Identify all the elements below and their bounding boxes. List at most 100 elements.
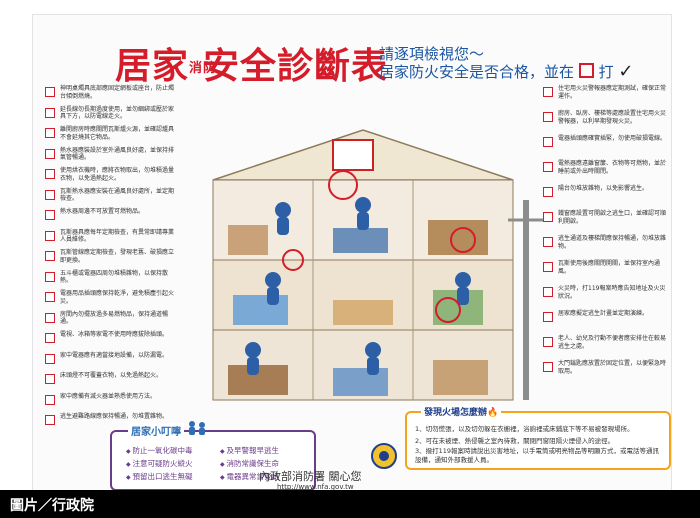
checklist-item: 逃生避難路線應保持暢通，勿堆置雜物。 (45, 413, 178, 425)
reminder-tip: 預留出口逃生無礙 (126, 471, 193, 482)
tick-icon: ✓ (618, 61, 634, 82)
house-illustration (212, 129, 543, 401)
checkbox[interactable] (45, 210, 55, 220)
checkbox[interactable] (45, 374, 55, 384)
checkbox[interactable] (543, 137, 553, 147)
checklist-item: 電熱器應遠離窗簾、衣物等可燃物，並於睡前或外出時關閉。 (543, 160, 666, 175)
checklist-item: 陽台勿堆放雜物，以免影響逃生。 (543, 185, 666, 197)
checklist-item-text: 住宅用火災警報器應定期測試，確保正常運作。 (558, 85, 667, 100)
subtitle-line2: 居家防火安全是否合格，並在 打 ✓ (379, 61, 634, 82)
checkbox[interactable] (45, 394, 55, 405)
checkbox[interactable] (543, 262, 553, 272)
checkbox[interactable] (45, 271, 55, 282)
checkbox[interactable] (45, 292, 55, 302)
checklist-item-text: 居家應擬定逃生計畫並定期演練。 (558, 310, 649, 317)
checklist-item-text: 火災時，打119報案時應告知地址及火災狀況。 (558, 285, 666, 300)
checklist-item-text: 逃生避難路線應保持暢通，勿堆置雜物。 (60, 413, 169, 420)
agency-url[interactable]: http://www.nfa.gov.tw (277, 483, 354, 491)
checklist-item-text: 五斗櫃或電器四周勿堆積雜物，以保持散熱。 (60, 269, 169, 285)
checkbox[interactable] (543, 212, 553, 222)
fire-title-text: 發現火場怎麼辦 (424, 408, 488, 418)
reminder-tip: 電器異常當警訊 (220, 471, 280, 482)
checkbox[interactable] (45, 128, 55, 138)
checklist-item: 神明桌燭具底部應固定網板或座台，防止燭台傾倒燃燒。 (45, 85, 178, 100)
checkbox[interactable] (543, 187, 553, 197)
checklist-item: 廚房、臥房、樓梯等處應設置住宅用火災警報器，以利早期發現火災。 (543, 110, 666, 125)
checklist-item-text: 電熱器應遠離窗簾、衣物等可燃物，並於睡前或外出時關閉。 (558, 160, 667, 175)
checklist-item: 家中電器應有適當接地設備，以防漏電。 (45, 352, 178, 364)
checklist-item: 瓦斯熱水器應安裝在通風良好處所，並定期檢查。 (45, 188, 178, 203)
fire-line: 3、撥打119報案時請說出災害地址，以手電筒或明亮物品等明顯方式，或電話等通訊設… (415, 447, 660, 464)
checklist-item: 住宅用火災警報器應定期測試，確保正常運作。 (543, 85, 666, 100)
subtitle-line2-end: 打 (598, 63, 614, 81)
checkbox[interactable] (543, 237, 553, 247)
image-credit: 圖片／行政院 (10, 498, 94, 514)
checklist-item-text: 老人、幼兒及行動不便者應安排住在較易逃生之處。 (558, 335, 667, 350)
checkbox[interactable] (45, 87, 55, 97)
checkbox[interactable] (45, 169, 55, 179)
agency-name: 內政部消防署 關心您 (259, 470, 362, 483)
checkbox[interactable] (45, 251, 55, 261)
checklist-item: 家中應備有滅火器並熟悉使用方法。 (45, 393, 178, 405)
checklist-item-text: 神明桌燭具底部應固定網板或座台，防止燭台傾倒燃燒。 (60, 85, 175, 100)
checkbox[interactable] (45, 333, 55, 343)
agency-emblem-icon (371, 443, 397, 469)
checkbox[interactable] (45, 230, 55, 241)
checkbox[interactable] (45, 148, 55, 159)
checklist-item: 瓦斯管線應定期檢查，發現老舊、破損應立即更換。 (45, 249, 178, 264)
subtitle-line2-text: 居家防火安全是否合格，並在 (379, 63, 575, 81)
checklist-item: 離開廚房時應關閉瓦斯爐火源，並確認爐具不會延燒其它物品。 (45, 126, 178, 141)
checklist-item: 電器插頭應確實插緊，勿使用破損電線。 (543, 135, 666, 147)
checklist-item: 五斗櫃或電器四周勿堆積雜物，以保持散熱。 (45, 270, 178, 285)
checkbox[interactable] (543, 337, 553, 347)
checklist-item: 逃生通道及樓梯間應保持暢通，勿堆放雜物。 (543, 235, 666, 250)
checklist-item-text: 房間內勿擺放過多易燃物品，保持通道暢通。 (60, 310, 169, 326)
checkbox[interactable] (543, 87, 553, 97)
checkbox[interactable] (45, 415, 55, 425)
checklist-item: 瓦斯器具應每年定期檢查，有異常即請專業人員維修。 (45, 229, 178, 244)
checklist-item-text: 電視、冰箱等家電不使用時應拔除插頭。 (60, 331, 169, 338)
checklist-item: 居家應擬定逃生計畫並定期演練。 (543, 310, 666, 322)
checkbox[interactable] (543, 162, 553, 172)
checklist-item: 電視、冰箱等家電不使用時應拔除插頭。 (45, 331, 178, 343)
checkbox[interactable] (45, 353, 55, 364)
checklist-item-text: 瓦斯器具應每年定期檢查，有異常即請專業人員維修。 (60, 228, 175, 244)
checklist-item-text: 大門鑰匙應放置於固定位置，以便緊急時取用。 (558, 360, 667, 375)
subtitle-line1: 請逐項檢視您～ (379, 45, 485, 63)
checklist-item-text: 電器插頭應確實插緊，勿使用破損電線。 (558, 135, 667, 142)
subtitle: 請逐項檢視您～ 居家防火安全是否合格，並在 打 ✓ (379, 45, 633, 81)
checkbox[interactable] (543, 362, 553, 372)
checkbox[interactable] (45, 312, 55, 323)
checklist-item: 鐵窗應設置可開啟之逃生口，並確認可順利開啟。 (543, 210, 666, 225)
reminder-tip: 防止一氧化碳中毒 (126, 445, 193, 456)
checkbox[interactable] (543, 112, 553, 122)
family-icon (189, 421, 205, 435)
image-credit-bar: 圖片／行政院 (0, 490, 700, 518)
flame-icon: 🔥 (487, 408, 499, 418)
poster: 居家消防安全診斷表 請逐項檢視您～ 居家防火安全是否合格，並在 打 ✓ 神明桌燭… (32, 14, 672, 498)
reminder-tip: 消防常識保生命 (220, 458, 280, 469)
title-part1: 居家 (115, 45, 190, 87)
checklist-item-text: 逃生通道及樓梯間應保持暢通，勿堆放雜物。 (558, 235, 667, 250)
fire-line: 1、切勿慌張，以及切勿躲在衣櫥裡，浴廁裡或床鋪底下等不易被發現場所。 (415, 425, 634, 433)
checklist-item: 房間內勿擺放過多易燃物品，保持通道暢通。 (45, 311, 178, 326)
checklist-item-text: 瓦斯管線應定期檢查，發現老舊、破損應立即更換。 (60, 249, 175, 264)
checklist-item: 火災時，打119報案時應告知地址及火災狀況。 (543, 285, 666, 300)
checklist-item: 大門鑰匙應放置於固定位置，以便緊急時取用。 (543, 360, 666, 375)
checklist-item: 熱水器周邊不可放置可燃物品。 (45, 208, 178, 220)
checkbox[interactable] (543, 312, 553, 322)
checklist-item: 電器用品插頭應保持乾淨，避免積塵引起火災。 (45, 290, 178, 305)
checkbox[interactable] (45, 107, 55, 118)
poster-title: 居家消防安全診斷表 (115, 37, 388, 89)
checklist-item-text: 熱水器周邊不可放置可燃物品。 (60, 208, 145, 215)
checklist-item: 使用烘衣機時，應將衣物取出，勿堆積過量衣物，以免過熱起火。 (45, 167, 178, 182)
checklist-item-text: 熱水器應裝設於室外通風良好處，並保持排氣管暢通。 (60, 146, 175, 162)
checklist-item-text: 床頭燈不可覆蓋衣物，以免過熱起火。 (60, 372, 163, 379)
checklist-item-text: 延長線勿長期過度使用，並勿綑綁或壓於家具下方，以防電線走火。 (60, 105, 175, 121)
reminder-title: 居家小叮嚀 (128, 423, 184, 438)
reminder-tip: 及早警報早逃生 (220, 445, 280, 456)
checkbox[interactable] (45, 189, 55, 200)
reminder-tip: 注意可疑防火縱火 (126, 458, 193, 469)
checkbox[interactable] (543, 287, 553, 297)
title-part2: 安全診斷表 (203, 45, 389, 87)
